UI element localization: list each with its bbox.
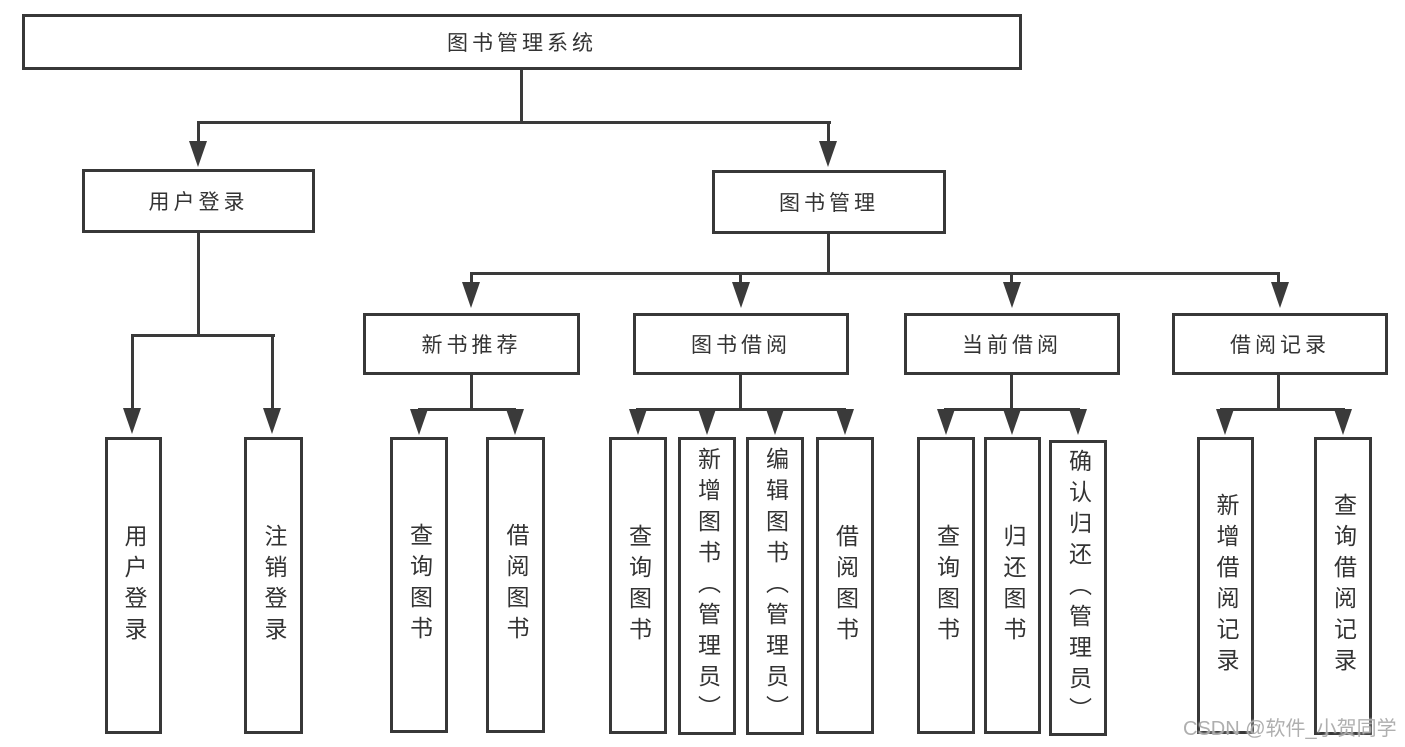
leaf-user-login: 用户登录 [105,437,162,734]
connector-current-stem [1010,375,1013,411]
connector-book-management-split [470,272,1280,275]
leaf-br-add-record: 新增借阅记录 [1197,437,1254,734]
node-new-book-recommend-label: 新书推荐 [421,334,522,357]
connector-new-book-stem [470,375,473,411]
arrowhead-to-nb-query [410,409,428,435]
connector-to-borrowing-stem [739,272,742,284]
leaf-cb-query-books: 查询图书 [917,437,975,734]
leaf-br-query-record: 查询借阅记录 [1314,437,1372,735]
leaf-logout: 注销登录 [244,437,303,734]
connector-borrowing-split [636,408,846,411]
leaf-nb-query-books: 查询图书 [390,437,448,733]
connector-to-records-stem [1277,272,1280,284]
node-root: 图书管理系统 [22,14,1022,70]
leaf-cb-confirm-return: 确认归还（管理员） [1049,440,1107,736]
node-borrow-records: 借阅记录 [1172,313,1388,375]
leaf-cb-confirm-return-label: 确认归还（管理员） [1065,448,1092,728]
leaf-cb-query-books-label: 查询图书 [933,523,960,648]
connector-to-user-login-stem [197,121,200,142]
arrowhead-to-user-login [189,141,207,167]
leaf-bb-edit-books-label: 编辑图书（管理员） [762,446,789,726]
leaf-user-login-label: 用户登录 [121,523,147,648]
node-current-borrowing: 当前借阅 [904,313,1120,375]
connector-user-login-stem [197,233,200,337]
arrowhead-to-cb-return [1003,409,1021,435]
node-user-login-label: 用户登录 [148,191,249,214]
arrowhead-to-nb-borrow [506,409,524,435]
leaf-bb-query-books: 查询图书 [609,437,667,734]
csdn-watermark: CSDN @软件_小贺同学 [1183,718,1397,740]
arrowhead-to-records [1271,282,1289,308]
node-book-management: 图书管理 [712,170,946,234]
connector-to-book-management-stem [827,121,830,142]
leaf-cb-return-books: 归还图书 [984,437,1041,734]
arrowhead-to-br-add [1216,409,1234,435]
arrowhead-to-borrowing [732,282,750,308]
connector-to-current-stem [1010,272,1013,284]
connector-records-stem [1277,375,1280,411]
node-book-borrowing-label: 图书借阅 [691,334,791,357]
leaf-cb-return-books-label: 归还图书 [1000,523,1026,648]
connector-root-stem [520,70,523,123]
connector-to-logout-stem [271,334,274,410]
leaf-br-add-record-label: 新增借阅记录 [1213,492,1239,679]
arrowhead-to-login [123,408,141,434]
connector-new-book-split [418,408,516,411]
arrowhead-to-bb-add [698,409,716,435]
leaf-br-query-record-label: 查询借阅记录 [1330,493,1357,679]
arrowhead-to-logout [263,408,281,434]
node-book-borrowing: 图书借阅 [633,313,849,375]
arrowhead-to-new-book [462,282,480,308]
arrowhead-to-br-query [1334,409,1352,435]
leaf-nb-borrow-books-label: 借阅图书 [503,523,529,647]
arrowhead-to-bb-edit [766,409,784,435]
arrowhead-to-cb-confirm [1069,409,1087,435]
connector-book-management-stem [827,234,830,274]
leaf-bb-query-books-label: 查询图书 [625,523,652,648]
connector-borrowing-stem [739,375,742,411]
leaf-bb-borrow-books-label: 借阅图书 [832,523,859,648]
connector-root-split [197,121,831,124]
leaf-nb-query-books-label: 查询图书 [406,523,433,647]
node-root-label: 图书管理系统 [447,32,597,55]
connector-to-login-stem [131,334,134,410]
node-borrow-records-label: 借阅记录 [1230,334,1330,357]
leaf-logout-label: 注销登录 [261,523,287,648]
leaf-bb-add-books-label: 新增图书（管理员） [694,446,721,726]
node-user-login: 用户登录 [82,169,315,233]
leaf-bb-add-books: 新增图书（管理员） [678,437,736,735]
leaf-bb-borrow-books: 借阅图书 [816,437,874,734]
node-new-book-recommend: 新书推荐 [363,313,580,375]
node-current-borrowing-label: 当前借阅 [962,334,1062,357]
connector-user-login-split [131,334,275,337]
arrowhead-to-bb-query [629,409,647,435]
arrowhead-to-bb-borrow [836,409,854,435]
leaf-nb-borrow-books: 借阅图书 [486,437,545,733]
connector-records-split [1220,408,1345,411]
arrowhead-to-book-management [819,141,837,167]
node-book-management-label: 图书管理 [779,192,879,215]
leaf-bb-edit-books: 编辑图书（管理员） [746,437,804,735]
arrowhead-to-cb-query [937,409,955,435]
connector-to-new-book-stem [470,272,473,284]
arrowhead-to-current [1003,282,1021,308]
